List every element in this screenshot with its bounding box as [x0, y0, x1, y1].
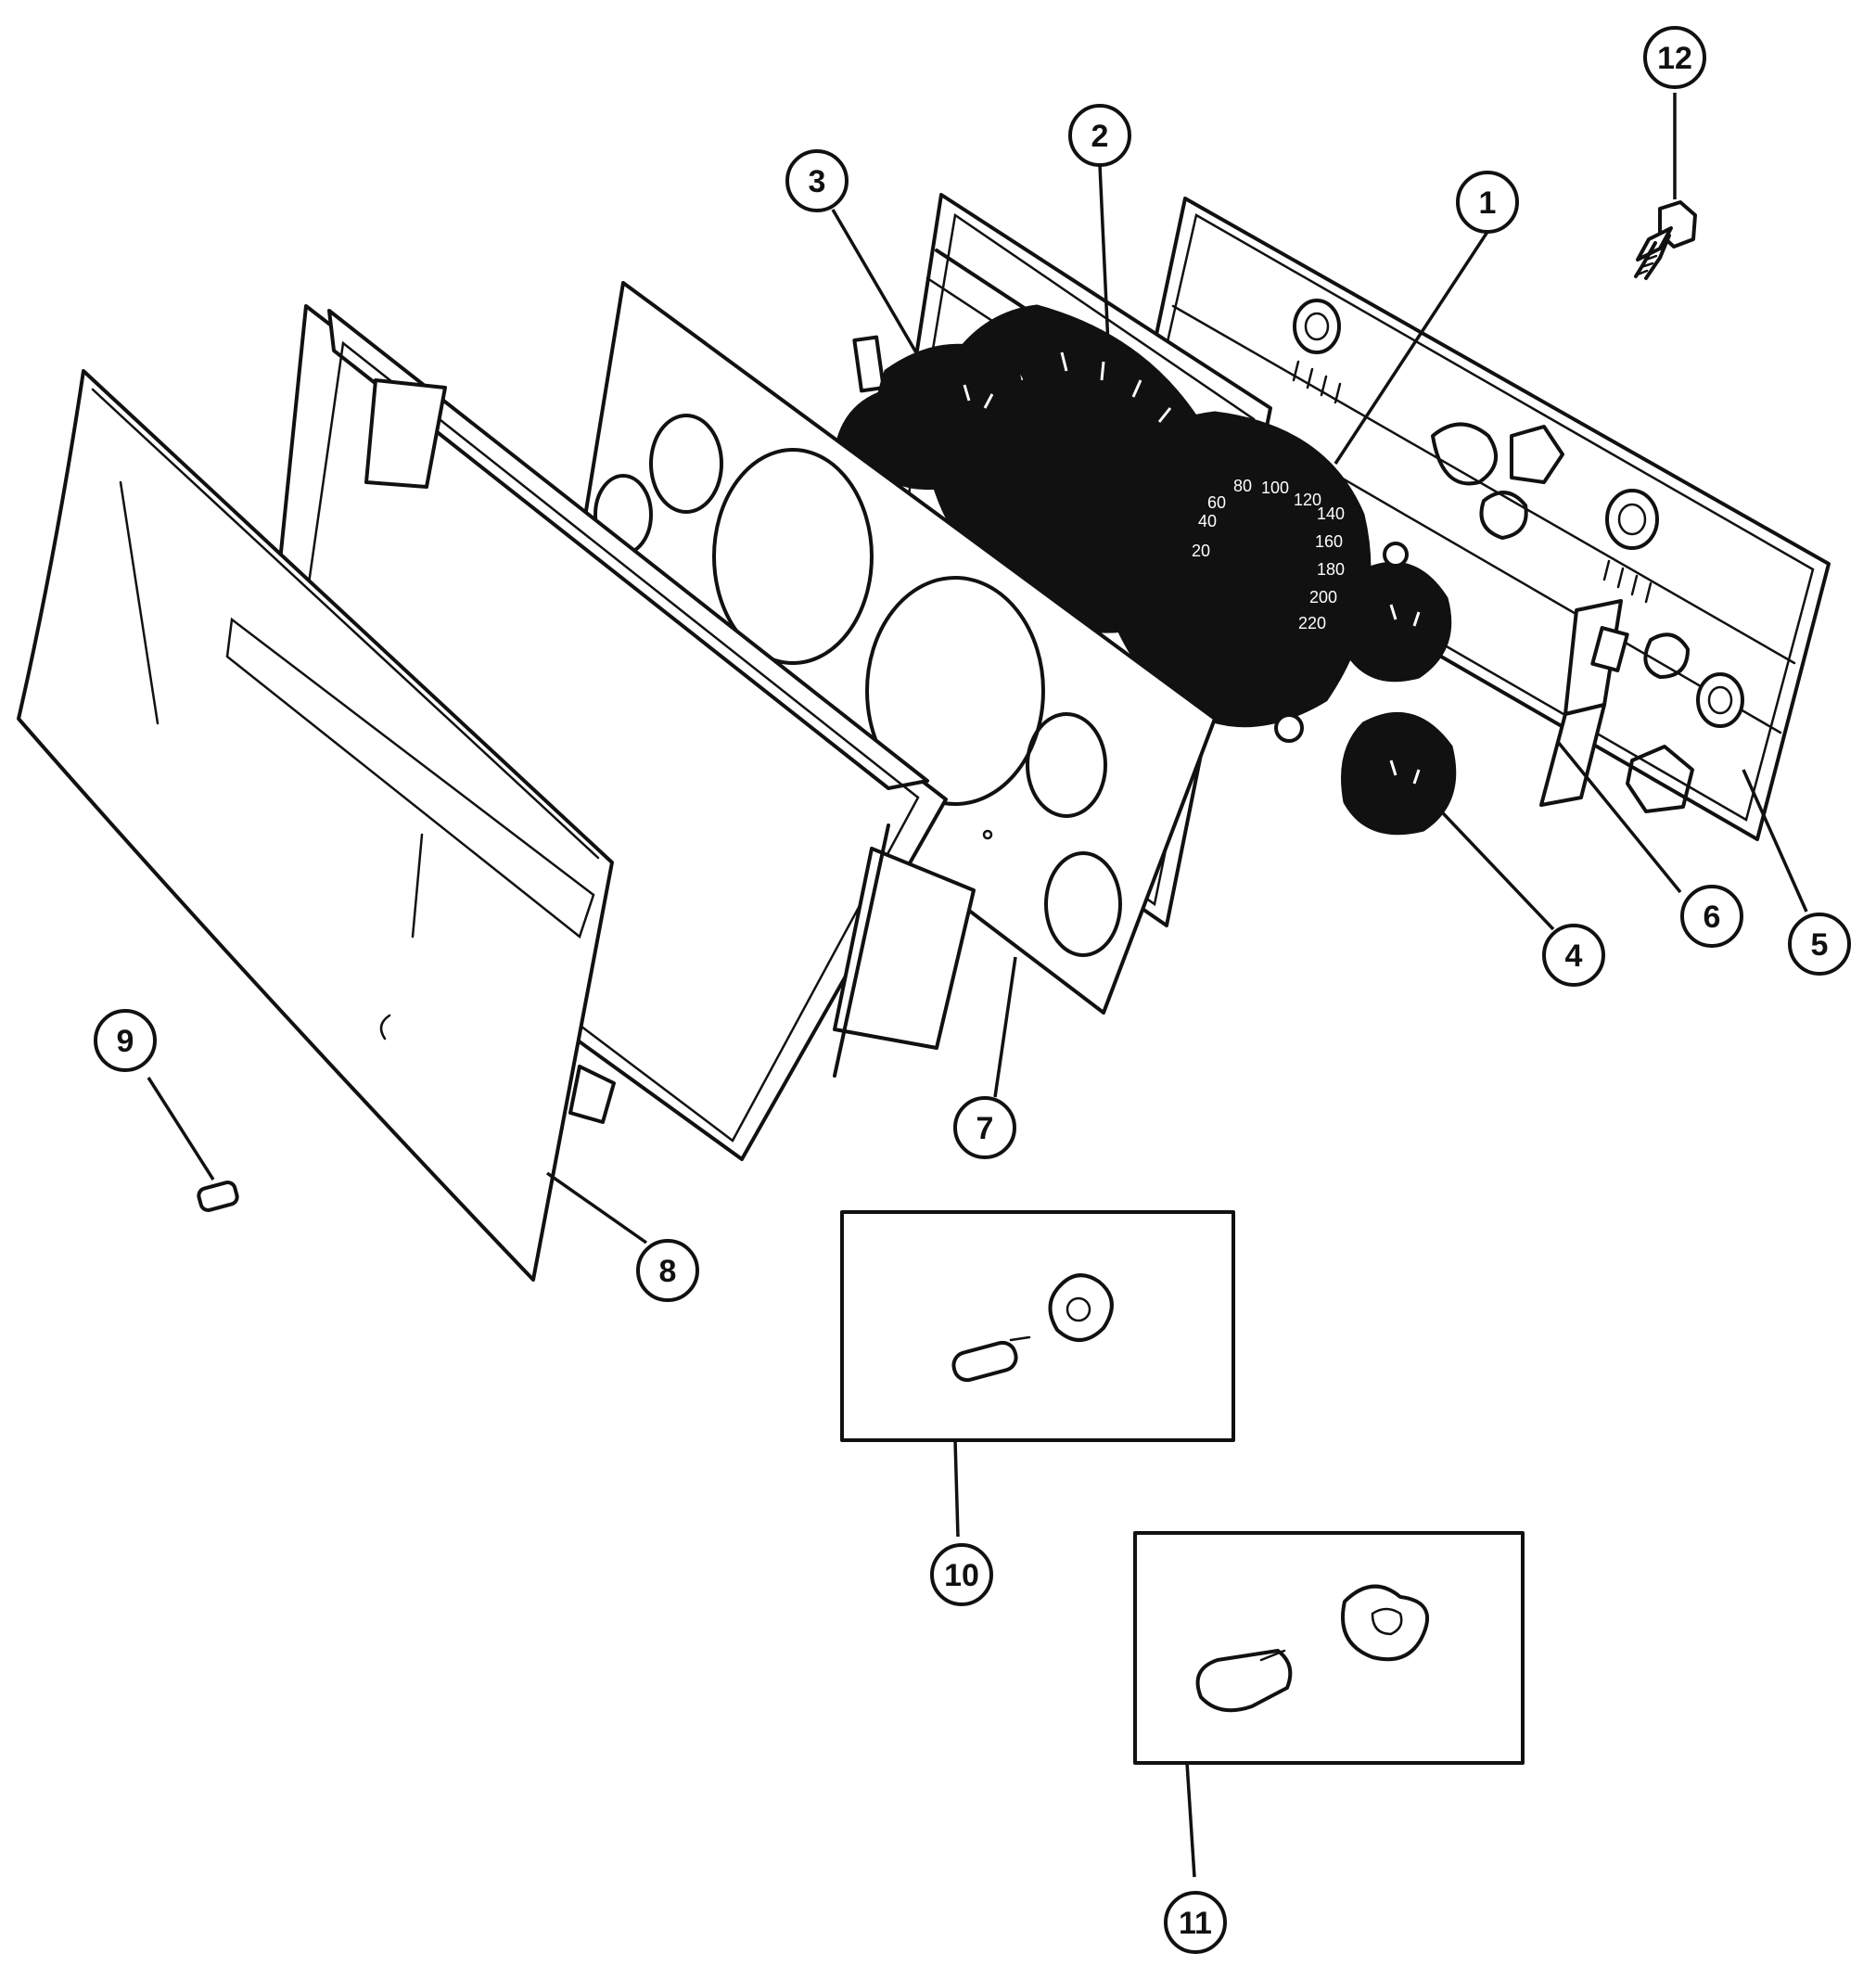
svg-text:11: 11 [1179, 1906, 1212, 1941]
callout-8: 8 [636, 1239, 699, 1302]
callout-6: 6 [1680, 885, 1743, 948]
callout-7: 7 [953, 1096, 1016, 1159]
plug-part [197, 1181, 239, 1212]
svg-text:1: 1 [1479, 185, 1497, 221]
speedometer-mark-60: 60 [1207, 493, 1226, 512]
speedometer-mark-180: 180 [1317, 560, 1345, 579]
callout-5: 5 [1788, 913, 1851, 976]
bulb-socket-kit-11 [1133, 1531, 1525, 1765]
cluster-lens [17, 369, 616, 1282]
svg-text:10: 10 [944, 1558, 979, 1593]
speedometer-mark-140: 140 [1317, 504, 1345, 523]
svg-text:9: 9 [117, 1024, 134, 1059]
callout-9: 9 [94, 1009, 157, 1072]
speedometer-mark-40: 40 [1198, 512, 1217, 530]
callout-11: 11 [1164, 1891, 1227, 1954]
speedometer-mark-100: 100 [1261, 479, 1289, 497]
cluster-bezel [253, 304, 976, 1161]
svg-text:8: 8 [659, 1254, 677, 1289]
bulb-socket-kit-10 [840, 1210, 1235, 1442]
speedometer-mark-120: 120 [1294, 491, 1321, 509]
callout-2: 2 [1068, 104, 1131, 167]
svg-text:2: 2 [1091, 119, 1109, 154]
speedometer-mark-220: 220 [1298, 614, 1326, 632]
svg-text:5: 5 [1811, 927, 1829, 963]
svg-text:7: 7 [976, 1111, 994, 1146]
speedometer-mark-20: 20 [1192, 542, 1210, 560]
svg-text:3: 3 [809, 164, 826, 199]
small-gauge-lower [1274, 542, 1457, 836]
callout-12: 12 [1643, 26, 1706, 89]
svg-text:4: 4 [1565, 938, 1583, 974]
screw-part [1634, 200, 1697, 280]
callout-4: 4 [1542, 924, 1605, 987]
speedometer-gauge: 80 100 120 140 160 180 200 220 40 60 20 [1098, 411, 1372, 728]
svg-text:6: 6 [1704, 900, 1721, 935]
speedometer-mark-160: 160 [1315, 532, 1343, 551]
mounting-bracket [1539, 599, 1629, 807]
callout-1: 1 [1456, 171, 1519, 234]
svg-text:12: 12 [1657, 41, 1692, 76]
dial-mask-plate [568, 281, 1217, 1015]
speedometer-mark-200: 200 [1309, 588, 1337, 606]
callout-10: 10 [930, 1543, 993, 1606]
callout-3: 3 [785, 149, 849, 212]
rear-housing [1125, 197, 1831, 841]
speedometer-mark-80: 80 [1233, 477, 1252, 495]
leader-lines [147, 93, 1808, 1878]
